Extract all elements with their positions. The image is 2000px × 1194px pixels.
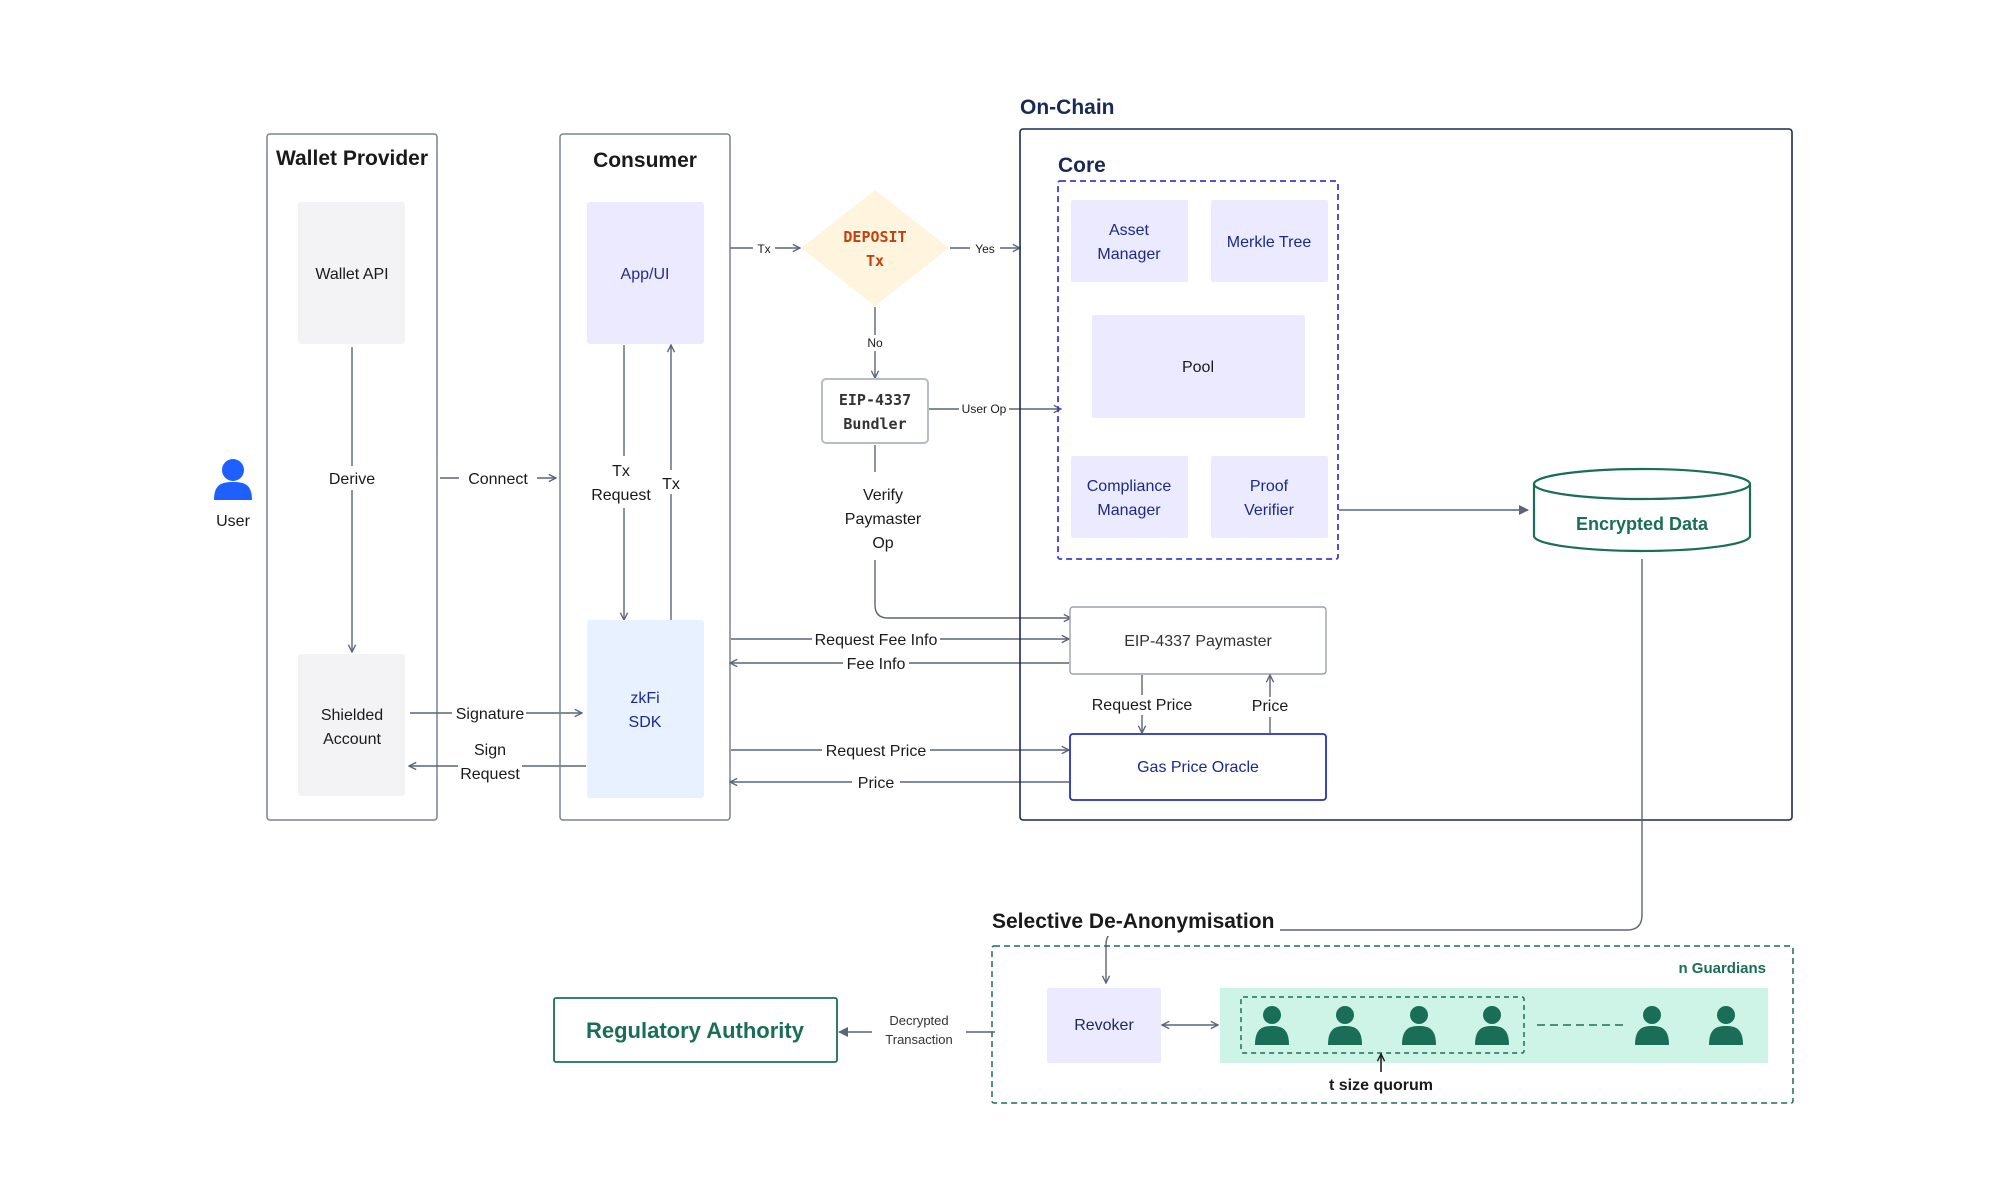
zkfi-sdk-label-1: zkFi bbox=[630, 690, 659, 707]
user-label: User bbox=[216, 513, 250, 530]
proof-verifier-label-2: Verifier bbox=[1244, 502, 1294, 519]
encrypted-data-cylinder bbox=[1532, 467, 1752, 553]
compliance-manager-label-2: Manager bbox=[1097, 502, 1161, 519]
shielded-account-label-2: Account bbox=[323, 731, 381, 748]
proof-verifier-label-1: Proof bbox=[1250, 478, 1289, 495]
price-label: Price bbox=[858, 775, 895, 792]
paymaster-box[interactable] bbox=[1069, 606, 1327, 675]
deposit-tx-decision bbox=[801, 190, 949, 306]
revoker-box[interactable] bbox=[1047, 988, 1161, 1063]
zkfi-sdk-box[interactable] bbox=[587, 620, 704, 798]
encrypted-to-revoker-arrow bbox=[1106, 559, 1643, 983]
bundler-label-2: Bundler bbox=[843, 415, 906, 433]
tx-small-label: Tx bbox=[757, 242, 770, 256]
app-ui-label: App/UI bbox=[621, 266, 670, 283]
onchain-title: On-Chain bbox=[1020, 96, 1115, 119]
quorum-label: t size quorum bbox=[1329, 1077, 1433, 1094]
decrypted-label-1: Decrypted bbox=[889, 1013, 948, 1028]
verify-label-2: Paymaster bbox=[845, 511, 922, 528]
deposit-label-1: DEPOSIT bbox=[843, 228, 906, 246]
onchain-box bbox=[1019, 128, 1793, 821]
tx-request-label-2: Request bbox=[591, 487, 651, 504]
n-guardians-label: n Guardians bbox=[1678, 960, 1766, 977]
pool-label: Pool bbox=[1182, 359, 1214, 376]
signature-label: Signature bbox=[456, 706, 525, 723]
yes-label: Yes bbox=[975, 242, 995, 256]
asset-manager-box[interactable] bbox=[1071, 200, 1188, 282]
sign-request-label-2: Request bbox=[460, 766, 520, 783]
revoker-label: Revoker bbox=[1074, 1017, 1134, 1034]
user-icon bbox=[214, 459, 252, 500]
pool-box[interactable] bbox=[1092, 315, 1305, 418]
gas-price-oracle-label: Gas Price Oracle bbox=[1137, 759, 1259, 776]
request-fee-info-label: Request Fee Info bbox=[815, 632, 938, 649]
core-title: Core bbox=[1058, 154, 1106, 177]
compliance-manager-box[interactable] bbox=[1071, 456, 1188, 538]
price-internal-label: Price bbox=[1252, 698, 1289, 715]
wallet-api-box bbox=[298, 202, 405, 344]
deanon-box bbox=[991, 945, 1794, 1104]
request-price-internal-label: Request Price bbox=[1092, 697, 1193, 714]
request-price-label: Request Price bbox=[826, 743, 927, 760]
merkle-tree-label: Merkle Tree bbox=[1227, 234, 1312, 251]
proof-verifier-box[interactable] bbox=[1211, 456, 1328, 538]
fee-info-label: Fee Info bbox=[847, 656, 906, 673]
compliance-manager-label-1: Compliance bbox=[1087, 478, 1172, 495]
user-op-label: User Op bbox=[962, 402, 1007, 416]
wallet-api-label: Wallet API bbox=[315, 266, 388, 283]
merkle-tree-box[interactable] bbox=[1211, 200, 1328, 282]
verify-label-1: Verify bbox=[863, 487, 903, 504]
bundler-label-1: EIP-4337 bbox=[839, 391, 911, 409]
wallet-provider-box bbox=[266, 133, 438, 821]
shielded-account-box bbox=[298, 654, 405, 796]
asset-manager-label-2: Manager bbox=[1097, 246, 1161, 263]
sign-request-label-1: Sign bbox=[474, 742, 506, 759]
core-box bbox=[1057, 180, 1339, 560]
gas-price-oracle-box[interactable] bbox=[1069, 733, 1327, 801]
tx-request-label-1: Tx bbox=[612, 463, 630, 480]
guardians-panel bbox=[1220, 988, 1768, 1063]
shielded-account-label-1: Shielded bbox=[321, 707, 383, 724]
app-ui-box[interactable] bbox=[587, 202, 704, 344]
asset-manager-label-1: Asset bbox=[1109, 222, 1150, 239]
wallet-provider-title: Wallet Provider bbox=[276, 147, 428, 170]
zkfi-sdk-label-2: SDK bbox=[629, 714, 662, 731]
connect-label: Connect bbox=[468, 471, 528, 488]
decrypted-label-2: Transaction bbox=[885, 1032, 952, 1047]
encrypted-data-label: Encrypted Data bbox=[1576, 514, 1709, 534]
no-label: No bbox=[867, 336, 883, 350]
verify-label-3: Op bbox=[872, 535, 893, 552]
consumer-title: Consumer bbox=[593, 149, 697, 172]
paymaster-label: EIP-4337 Paymaster bbox=[1124, 633, 1272, 650]
regulatory-authority-box[interactable] bbox=[553, 997, 838, 1063]
quorum-box bbox=[1240, 996, 1525, 1054]
verify-paymaster-arrow bbox=[874, 445, 1071, 618]
tx-return-label: Tx bbox=[662, 476, 680, 493]
consumer-box bbox=[559, 133, 731, 821]
deanon-title: Selective De-Anonymisation bbox=[992, 910, 1274, 933]
regulatory-authority-label: Regulatory Authority bbox=[586, 1018, 805, 1043]
derive-label: Derive bbox=[329, 471, 375, 488]
deposit-label-2: Tx bbox=[866, 252, 884, 270]
bundler-box[interactable] bbox=[821, 378, 929, 444]
